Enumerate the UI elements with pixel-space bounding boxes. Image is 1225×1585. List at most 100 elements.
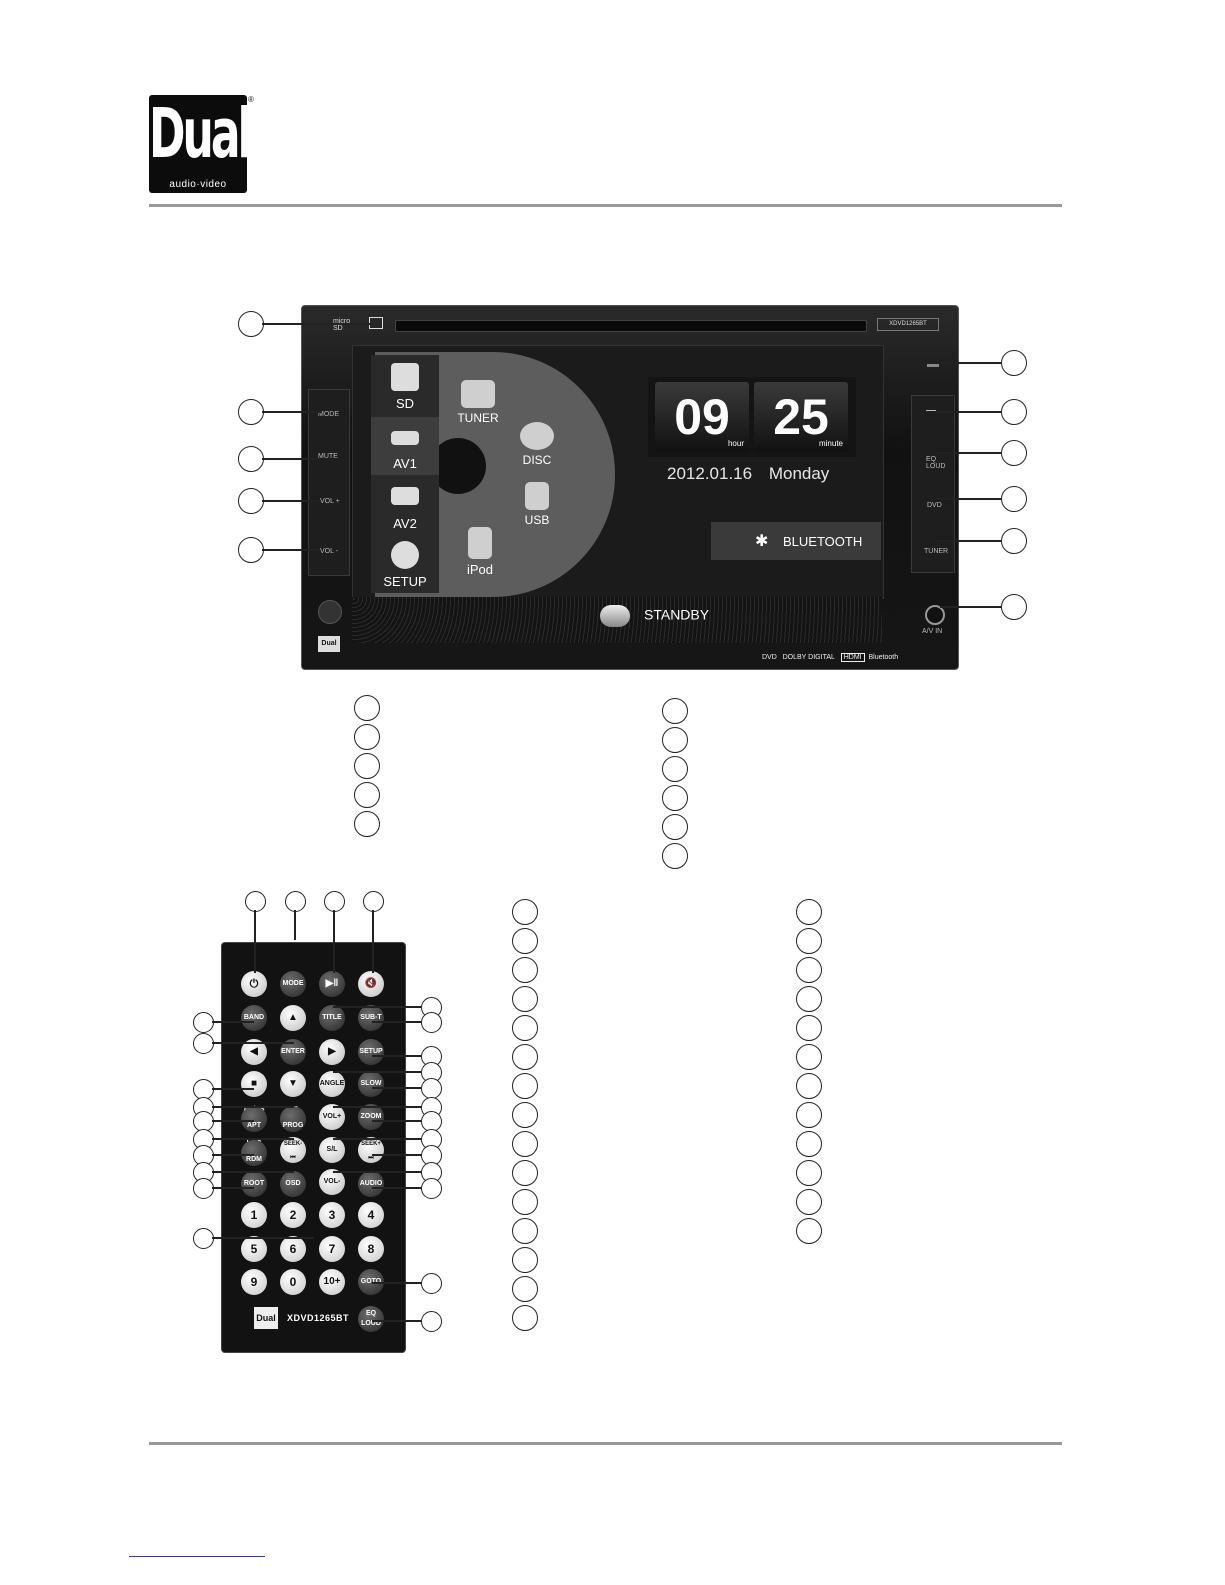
callout-line — [333, 1006, 421, 1008]
callout-line — [936, 452, 1001, 454]
remote-mode-button[interactable]: MODE — [280, 971, 306, 997]
digit-2-button[interactable]: 2 — [280, 1202, 306, 1228]
standby-button[interactable]: STANDBY — [600, 605, 709, 627]
audio-button[interactable]: AUDIO — [358, 1171, 384, 1197]
left-button-strip — [308, 389, 350, 576]
vol-up-button[interactable]: VOL + — [320, 498, 340, 505]
callout-marker — [193, 1033, 214, 1054]
sl-button[interactable]: S/L — [319, 1137, 345, 1163]
callout-marker — [421, 1012, 442, 1033]
callout-line — [940, 362, 1001, 364]
callout-line — [212, 1138, 294, 1140]
callout-line — [212, 1154, 254, 1156]
tuner-button[interactable]: TUNER — [924, 548, 949, 555]
callout-line — [372, 910, 374, 973]
callout-marker — [421, 1078, 442, 1099]
legend-marker — [512, 899, 538, 925]
wheel-hub — [430, 438, 486, 494]
title-button[interactable]: TITLE — [319, 1005, 345, 1031]
as-ps-apt-button[interactable]: APT — [241, 1106, 267, 1132]
digit-10plus-button[interactable]: 10+ — [319, 1269, 345, 1295]
callout-line — [940, 606, 1001, 608]
zoom-button[interactable]: ZOOM — [358, 1104, 384, 1130]
vol-up-remote-button[interactable]: VOL+ — [319, 1104, 345, 1130]
callout-line — [936, 411, 1001, 413]
vol-down-button[interactable]: VOL - — [320, 548, 339, 555]
mute-button[interactable]: MUTE — [318, 453, 338, 460]
legend-marker — [512, 1044, 538, 1070]
menu-av2[interactable]: AV2 — [371, 477, 439, 535]
band-button[interactable]: BAND — [241, 1005, 267, 1031]
menu-av1[interactable]: AV1 — [371, 417, 439, 475]
ir-sensor — [927, 364, 939, 367]
wheel-disc[interactable]: DISC — [507, 422, 567, 467]
av-in-jack[interactable] — [925, 605, 945, 625]
digit-0-button[interactable]: 0 — [280, 1269, 306, 1295]
digit-3-button[interactable]: 3 — [319, 1202, 345, 1228]
loc-rdm-button[interactable]: RDM — [241, 1140, 267, 1166]
up-arrow-button[interactable]: ▲ — [280, 1005, 306, 1031]
digit-4-button[interactable]: 4 — [358, 1202, 384, 1228]
reset-knob[interactable] — [318, 600, 342, 624]
callout-line — [333, 910, 335, 973]
sd-card-icon — [391, 363, 419, 391]
menu-setup[interactable]: SETUP — [371, 535, 439, 593]
eject-button[interactable] — [926, 410, 936, 417]
stop-button[interactable]: ■ — [241, 1071, 267, 1097]
callout-marker — [1001, 440, 1027, 466]
callout-line — [262, 458, 320, 460]
slow-button[interactable]: SLOW — [358, 1071, 384, 1097]
subtitle-button[interactable]: SUB-T — [358, 1005, 384, 1031]
digit-1-button[interactable]: 1 — [241, 1202, 267, 1228]
play-pause-button[interactable]: ▶‖ — [319, 971, 345, 997]
menu-sd[interactable]: SD — [371, 357, 439, 415]
callout-marker — [193, 1178, 214, 1199]
st-prog-button[interactable]: PROG — [280, 1106, 306, 1132]
digit-7-button[interactable]: 7 — [319, 1236, 345, 1262]
angle-button[interactable]: ANGLE — [319, 1071, 345, 1097]
digit-9-button[interactable]: 9 — [241, 1269, 267, 1295]
dvd-button[interactable]: DVD — [927, 502, 942, 509]
eq-loud-button[interactable]: EQ LOUD — [926, 456, 946, 470]
digit-6-button[interactable]: 6 — [280, 1236, 306, 1262]
seek-forward-button[interactable]: SEEK+⏭ — [358, 1137, 384, 1163]
vol-down-remote-button[interactable]: VOL- — [319, 1169, 345, 1195]
rca-cable-icon — [391, 487, 419, 505]
remote-dual-logo: Dual — [254, 1307, 278, 1329]
digit-5-button[interactable]: 5 — [241, 1236, 267, 1262]
power-button[interactable]: ⏻ — [241, 971, 267, 997]
callout-line — [936, 498, 1001, 500]
setup-button[interactable]: SETUP — [358, 1039, 384, 1065]
wheel-tuner[interactable]: TUNER — [448, 380, 508, 425]
callout-line — [212, 1187, 254, 1189]
down-arrow-button[interactable]: ▼ — [280, 1071, 306, 1097]
legend-marker — [512, 1276, 538, 1302]
legend-marker — [796, 986, 822, 1012]
digit-8-button[interactable]: 8 — [358, 1236, 384, 1262]
legend-marker — [512, 1218, 538, 1244]
logo-word: Dual — [149, 94, 253, 174]
callout-line — [372, 1282, 421, 1284]
legend-marker — [512, 1102, 538, 1128]
callout-line — [372, 1320, 421, 1322]
mode-button[interactable]: MODE — [318, 411, 339, 418]
callout-marker — [421, 1178, 442, 1199]
weekday-text: Monday — [768, 464, 830, 483]
bluetooth-button[interactable]: ✱ BLUETOOTH — [711, 522, 881, 560]
seek-back-button[interactable]: SEEK-⏮ — [280, 1137, 306, 1163]
callout-line — [212, 1171, 294, 1173]
remote-mute-button[interactable]: 🔇 — [358, 971, 384, 997]
callout-marker — [238, 446, 264, 472]
wheel-usb[interactable]: USB — [507, 482, 567, 527]
right-arrow-button[interactable]: ▶ — [319, 1039, 345, 1065]
root-button[interactable]: ROOT — [241, 1171, 267, 1197]
wheel-ipod[interactable]: iPod — [450, 527, 510, 577]
legend-marker — [512, 1131, 538, 1157]
registered-mark: ® — [248, 95, 254, 104]
legend-marker — [796, 1131, 822, 1157]
legend-marker — [796, 1015, 822, 1041]
legend-marker — [796, 1160, 822, 1186]
osd-button[interactable]: OSD — [280, 1171, 306, 1197]
